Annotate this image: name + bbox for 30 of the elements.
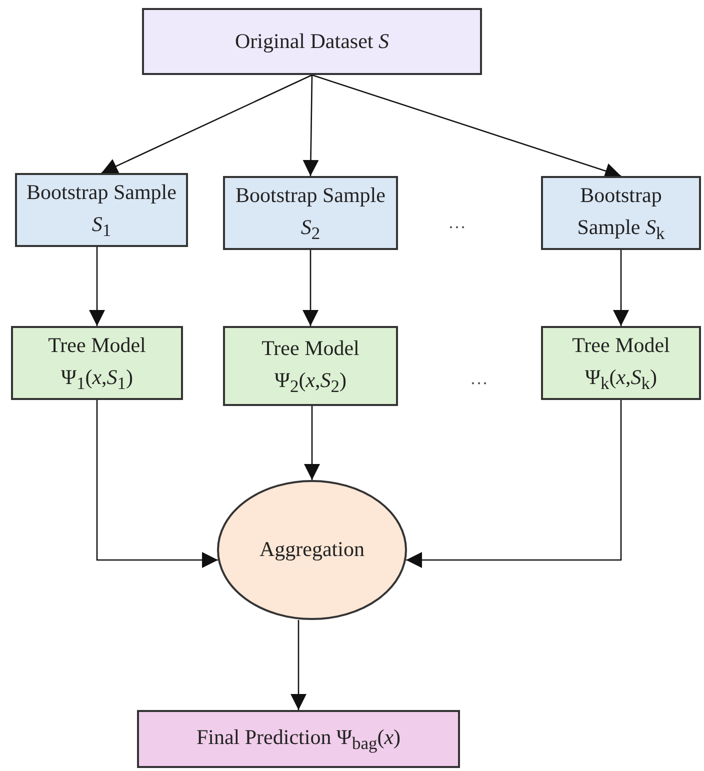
arrow (304, 406, 320, 480)
process-box (223, 176, 398, 250)
node-text: Final Prediction Ψ$_{bag}$(x) (195, 724, 402, 755)
node-text: Bootstrap Sample S$_{1}$ (26, 179, 178, 242)
node-text: Tree Model Ψ$_{2}$(x,S$_{2}$) (260, 335, 360, 398)
arrow (406, 400, 622, 568)
arrow (89, 247, 105, 326)
arrow (290, 620, 306, 710)
process-box (15, 173, 188, 247)
arrow (96, 400, 218, 568)
node-text: Bootstrap Sample S$_{k}$ (576, 182, 666, 245)
node-text: Bootstrap Sample S$_{2}$ (234, 182, 386, 245)
process-box (137, 710, 460, 768)
arrow (302, 75, 319, 176)
arrow (613, 250, 629, 326)
aggregation-ellipse (217, 480, 407, 620)
node-text: Tree Model Ψ$_{k}$(x,S$_{k}$) (571, 332, 671, 395)
process-box (541, 326, 701, 400)
ellipsis-text: … (470, 368, 488, 389)
node-text: Tree Model Ψ$_{1}$(x,S$_{1}$) (47, 332, 147, 395)
arrow (101, 74, 312, 174)
arrow (302, 250, 318, 326)
node-text: Aggregation (258, 536, 366, 564)
process-box (142, 8, 482, 75)
process-box (541, 176, 701, 250)
node-text: Original Dataset S (234, 28, 390, 55)
arrow (312, 74, 622, 179)
process-box (223, 326, 398, 406)
process-box (11, 326, 183, 400)
ellipsis-text: … (448, 212, 466, 233)
